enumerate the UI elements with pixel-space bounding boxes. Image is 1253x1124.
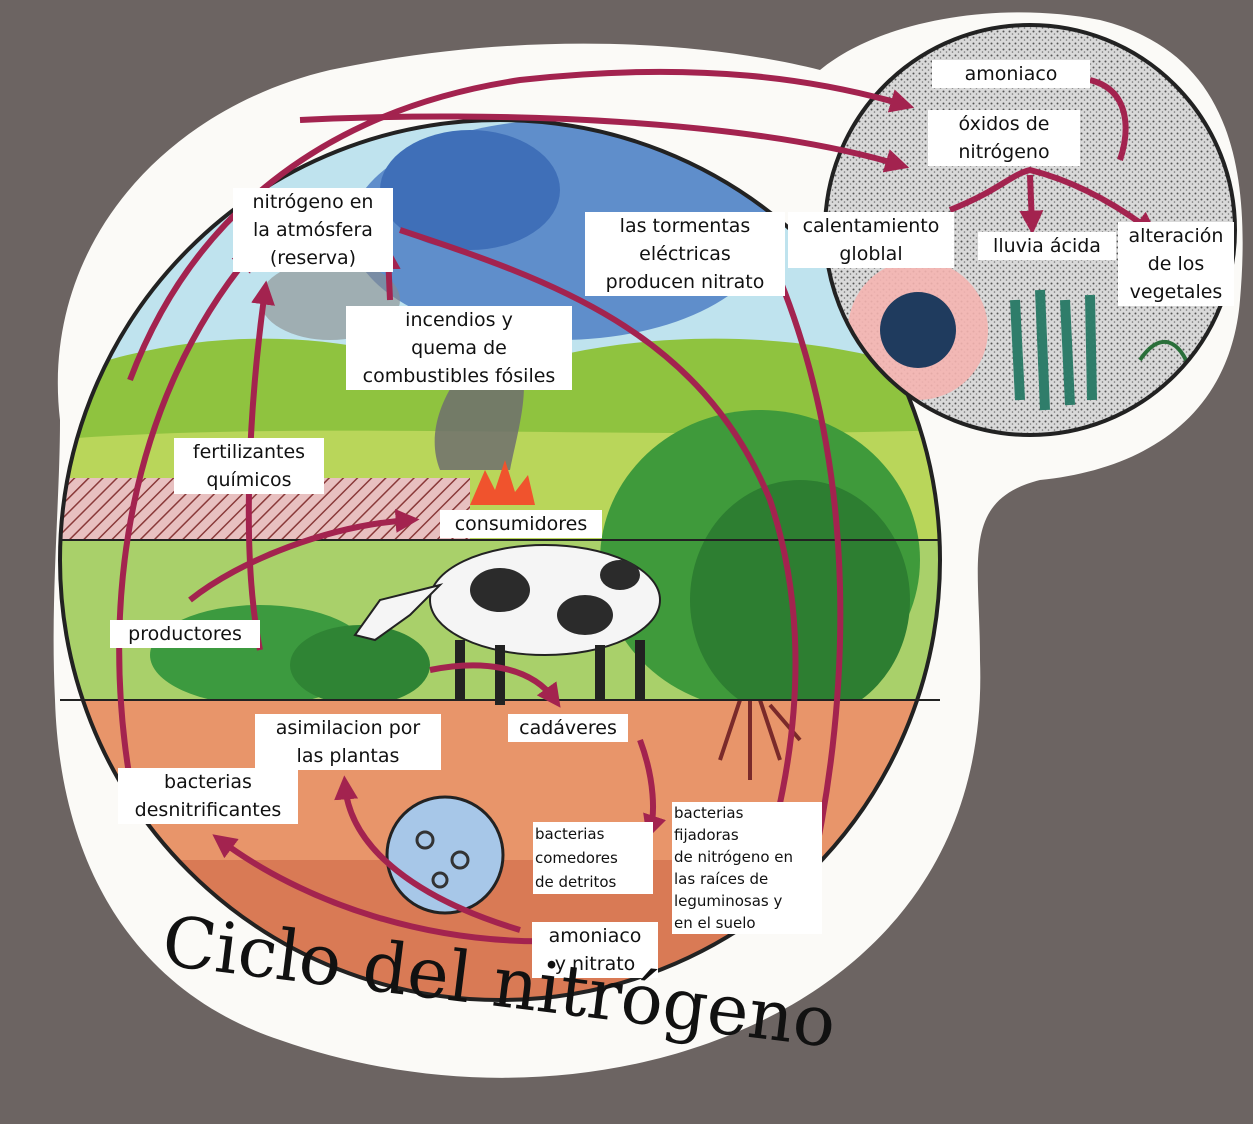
label-line: lluvia ácida	[980, 232, 1114, 260]
label-assimilation: asimilacion por las plantas	[255, 714, 441, 770]
label-line: en el suelo	[674, 912, 820, 934]
label-line: fertilizantes	[176, 438, 322, 466]
label-fires: incendios y quema de combustibles fósile…	[346, 306, 572, 390]
label-line: producen nitrato	[587, 268, 783, 296]
label-storms: las tormentas eléctricas producen nitrat…	[585, 212, 785, 296]
label-line: (reserva)	[235, 244, 391, 272]
label-ammonia: amoniaco	[932, 60, 1090, 88]
label-detritivores: bacterias comedores de detritos	[533, 822, 653, 894]
label-plant-alteration: alteración de los vegetales	[1118, 222, 1234, 306]
label-line: productores	[112, 620, 258, 648]
label-line: incendios y	[348, 306, 570, 334]
label-line: amoniaco	[934, 60, 1088, 88]
label-nitrogen-atmosphere: nitrógeno en la atmósfera (reserva)	[233, 188, 393, 272]
label-line: bacterias	[674, 802, 820, 824]
label-line: desnitrificantes	[120, 796, 296, 824]
label-nitrogen-oxides: óxidos de nitrógeno	[928, 110, 1080, 166]
label-line: amoniaco	[534, 922, 656, 950]
label-line: la atmósfera	[235, 216, 391, 244]
label-line: bacterias	[120, 768, 296, 796]
label-line: globlal	[790, 240, 952, 268]
label-line: alteración	[1120, 222, 1232, 250]
label-line: bacterias	[535, 822, 651, 846]
label-line: químicos	[176, 466, 322, 494]
label-line: de nitrógeno en	[674, 846, 820, 868]
label-line: nitrógeno en	[235, 188, 391, 216]
label-line: calentamiento	[790, 212, 952, 240]
label-line: quema de	[348, 334, 570, 362]
label-line: combustibles fósiles	[348, 362, 570, 390]
label-line: eléctricas	[587, 240, 783, 268]
label-fixers: bacterias fijadoras de nitrógeno en las …	[672, 802, 822, 934]
label-line: leguminosas y	[674, 890, 820, 912]
label-global-warming: calentamiento globlal	[788, 212, 954, 268]
label-line: las tormentas	[587, 212, 783, 240]
label-line: de los	[1120, 250, 1232, 278]
label-line: consumidores	[442, 510, 600, 538]
label-denitrifiers: bacterias desnitrificantes	[118, 768, 298, 824]
label-line: fijadoras	[674, 824, 820, 846]
label-line: vegetales	[1120, 278, 1232, 306]
label-line: de detritos	[535, 870, 651, 894]
label-line: las plantas	[257, 742, 439, 770]
label-fertilizers: fertilizantes químicos	[174, 438, 324, 494]
label-line: asimilacion por	[257, 714, 439, 742]
label-producers: productores	[110, 620, 260, 648]
label-consumers: consumidores	[440, 510, 602, 538]
label-line: las raíces de	[674, 868, 820, 890]
label-cadavers: cadáveres	[508, 714, 628, 742]
label-line: óxidos de	[930, 110, 1078, 138]
label-line: comedores	[535, 846, 651, 870]
label-acid-rain: lluvia ácida	[978, 232, 1116, 260]
label-line: nitrógeno	[930, 138, 1078, 166]
label-line: cadáveres	[510, 714, 626, 742]
